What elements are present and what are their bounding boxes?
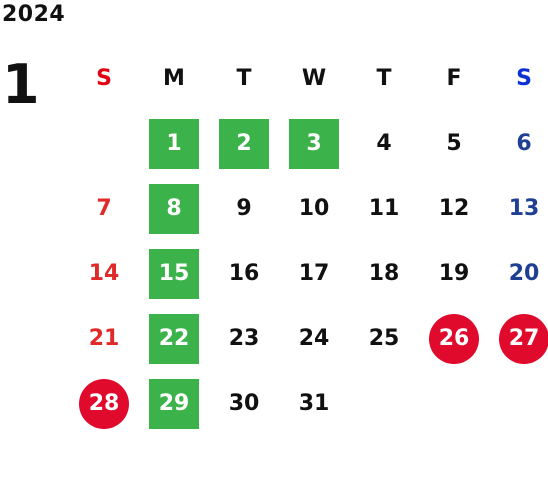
day-cell: 22 (139, 306, 209, 371)
weekday-header-cell: S (489, 46, 548, 111)
day-cell: 19 (419, 241, 489, 306)
weekday-thursday: T (376, 66, 392, 91)
day-cell: 1 (139, 111, 209, 176)
day-number: 29 (149, 378, 199, 429)
day-number: 14 (88, 261, 120, 286)
day-number: 30 (228, 391, 260, 416)
day-cell (489, 371, 548, 436)
weekday-friday: F (446, 66, 462, 91)
day-number: 22 (149, 313, 199, 364)
day-number: 10 (298, 196, 330, 221)
day-number: 5 (446, 131, 462, 156)
day-cell: 4 (349, 111, 419, 176)
day-number: 17 (298, 261, 330, 286)
weekday-header-cell: T (349, 46, 419, 111)
day-cell: 3 (279, 111, 349, 176)
day-cell: 28 (69, 371, 139, 436)
day-number: 13 (508, 196, 540, 221)
day-cell: 31 (279, 371, 349, 436)
day-cell: 24 (279, 306, 349, 371)
day-cell: 11 (349, 176, 419, 241)
day-cell: 18 (349, 241, 419, 306)
day-number: 21 (88, 326, 120, 351)
day-cell: 10 (279, 176, 349, 241)
day-cell: 6 (489, 111, 548, 176)
day-cell: 17 (279, 241, 349, 306)
weekday-header-cell: W (279, 46, 349, 111)
day-cell (69, 111, 139, 176)
calendar-grid: S M T W T F S 1 2 3 4 5 6 7 8 9 10 11 12… (69, 46, 548, 436)
day-number: 11 (368, 196, 400, 221)
weekday-header-cell: M (139, 46, 209, 111)
day-number (79, 119, 129, 169)
day-number (429, 379, 479, 429)
day-number: 20 (508, 261, 540, 286)
day-number: 1 (149, 118, 199, 169)
day-cell: 27 (489, 306, 548, 371)
day-cell: 8 (139, 176, 209, 241)
day-cell: 15 (139, 241, 209, 306)
weekday-tuesday: T (236, 66, 252, 91)
weekday-saturday: S (516, 66, 532, 91)
day-cell: 14 (69, 241, 139, 306)
day-number: 19 (438, 261, 470, 286)
day-cell: 30 (209, 371, 279, 436)
day-cell: 2 (209, 111, 279, 176)
day-number: 18 (368, 261, 400, 286)
weekday-monday: M (163, 66, 185, 91)
day-cell: 20 (489, 241, 548, 306)
day-number (499, 379, 548, 429)
day-cell: 12 (419, 176, 489, 241)
day-number: 25 (368, 326, 400, 351)
day-number: 16 (228, 261, 260, 286)
day-number: 15 (149, 248, 199, 299)
day-cell: 5 (419, 111, 489, 176)
day-cell: 29 (139, 371, 209, 436)
day-cell: 13 (489, 176, 548, 241)
calendar-month-number: 1 (2, 53, 40, 116)
day-cell: 26 (419, 306, 489, 371)
day-number: 6 (516, 131, 532, 156)
weekday-header-cell: F (419, 46, 489, 111)
day-number: 8 (149, 183, 199, 234)
day-cell: 23 (209, 306, 279, 371)
day-cell (349, 371, 419, 436)
day-cell: 16 (209, 241, 279, 306)
day-cell: 9 (209, 176, 279, 241)
day-number: 3 (289, 118, 339, 169)
day-number: 12 (438, 196, 470, 221)
day-number: 23 (228, 326, 260, 351)
day-number (359, 379, 409, 429)
weekday-header-cell: T (209, 46, 279, 111)
weekday-wednesday: W (301, 66, 327, 91)
day-number: 31 (298, 391, 330, 416)
calendar-year: 2024 (2, 2, 66, 27)
day-cell: 25 (349, 306, 419, 371)
day-cell (419, 371, 489, 436)
day-number: 28 (79, 378, 129, 429)
day-number: 9 (236, 196, 252, 221)
day-cell: 21 (69, 306, 139, 371)
day-number: 26 (429, 313, 479, 364)
day-number: 24 (298, 326, 330, 351)
day-number: 27 (499, 313, 548, 364)
day-cell: 7 (69, 176, 139, 241)
weekday-header-cell: S (69, 46, 139, 111)
day-number: 2 (219, 118, 269, 169)
day-number: 7 (96, 196, 112, 221)
day-number: 4 (376, 131, 392, 156)
weekday-sunday: S (96, 66, 112, 91)
